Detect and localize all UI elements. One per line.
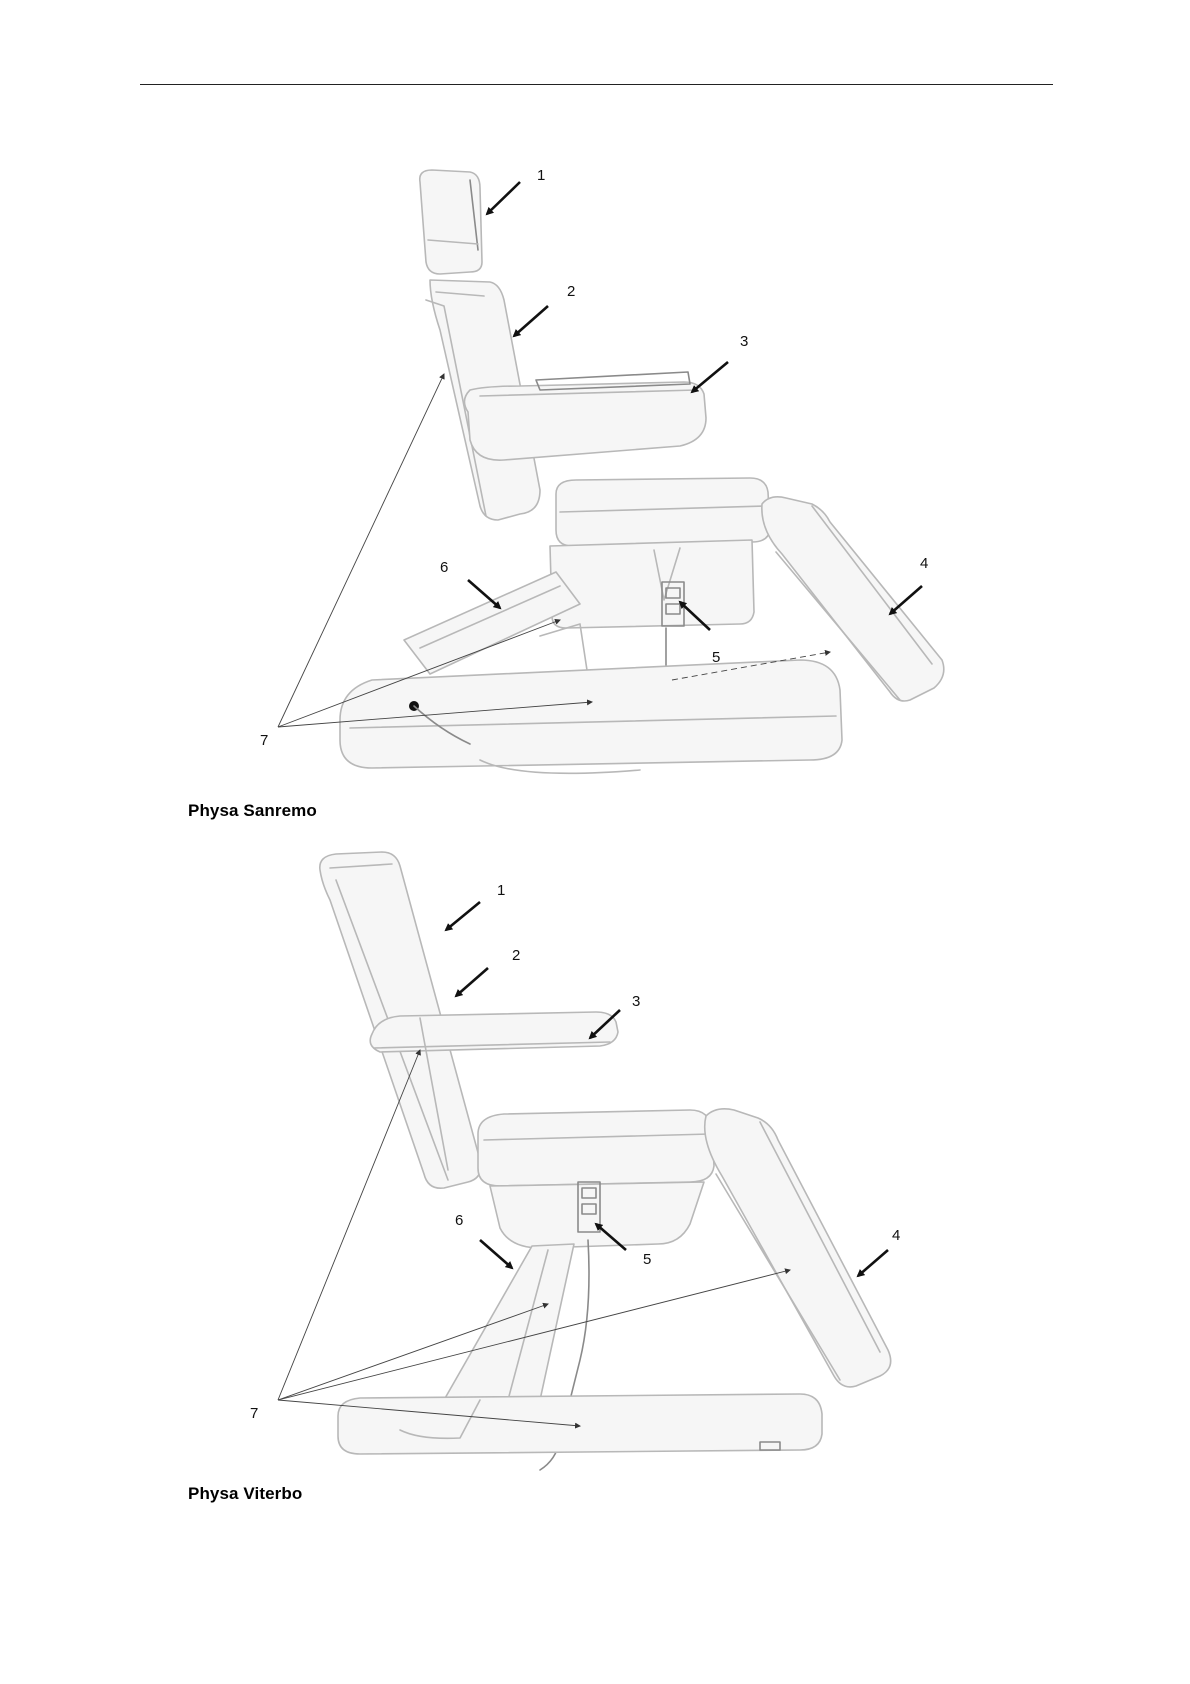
sanremo-base xyxy=(340,660,842,773)
sanremo-label-1: 1 xyxy=(537,167,545,184)
sanremo-headrest xyxy=(420,170,482,274)
sanremo-chair-diagram: 1 2 3 4 5 6 7 xyxy=(0,0,1190,800)
viterbo-label-3: 3 xyxy=(632,993,640,1010)
sanremo-seat xyxy=(556,478,770,546)
viterbo-label-1: 1 xyxy=(497,882,505,899)
sanremo-caption: Physa Sanremo xyxy=(188,801,317,821)
arrow-1 xyxy=(487,182,520,214)
viterbo-base xyxy=(338,1394,822,1454)
arrow-4 xyxy=(890,586,922,614)
sanremo-label-5: 5 xyxy=(712,649,720,666)
arrow-4 xyxy=(858,1250,888,1276)
viterbo-label-6: 6 xyxy=(455,1212,463,1229)
viterbo-caption: Physa Viterbo xyxy=(188,1484,302,1504)
viterbo-label-2: 2 xyxy=(512,947,520,964)
arrow-6 xyxy=(480,1240,512,1268)
viterbo-label-4: 4 xyxy=(892,1227,900,1244)
sanremo-label-3: 3 xyxy=(740,333,748,350)
sanremo-label-4: 4 xyxy=(920,555,928,572)
viterbo-seat xyxy=(478,1110,714,1186)
viterbo-chair-diagram: 1 2 3 4 5 6 7 xyxy=(0,840,1190,1480)
sanremo-label-6: 6 xyxy=(440,559,448,576)
viterbo-legrest xyxy=(705,1109,891,1387)
arrow-2 xyxy=(456,968,488,996)
arrow-3 xyxy=(692,362,728,392)
sanremo-label-7: 7 xyxy=(260,732,268,749)
arrow-2 xyxy=(514,306,548,336)
sanremo-chair-illustration: 1 2 3 4 5 6 7 xyxy=(0,0,1190,800)
sanremo-label-2: 2 xyxy=(567,283,575,300)
viterbo-chair-illustration: 1 2 3 4 5 6 7 xyxy=(0,840,1190,1480)
viterbo-label-5: 5 xyxy=(643,1251,651,1268)
viterbo-label-7: 7 xyxy=(250,1405,258,1422)
sanremo-seat-base xyxy=(550,540,754,628)
viterbo-seat-base xyxy=(490,1182,704,1248)
arrow-1 xyxy=(446,902,480,930)
